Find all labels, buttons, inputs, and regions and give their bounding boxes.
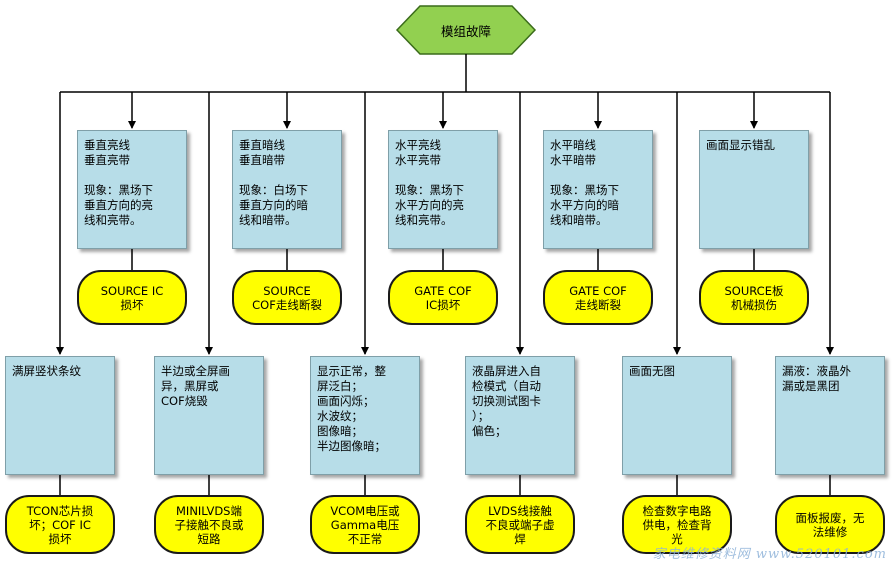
cause-lvds-cable-contact: LVDS线接触 不良或端子虚 焊	[465, 495, 575, 554]
cause-source-cof-trace-broken: SOURCE COF走线断裂	[232, 270, 342, 325]
fault-box-self-test-mode: 液晶屏进入自 检模式（自动 切换测试图卡 ）； 偏色；	[465, 356, 575, 475]
cause-source-board-mechanical-damage: SOURCE板 机械损伤	[699, 270, 809, 325]
fault-box-liquid-leak: 漏液：液晶外 漏或是黑团	[775, 356, 885, 475]
fault-box-half-or-full-abnormal: 半边或全屏画 异，黑屏或 COF烧毁	[154, 356, 264, 475]
site-watermark: 家电维修资料网 www.520101.com	[652, 547, 887, 562]
fault-box-horizontal-bright-line: 水平亮线 水平亮带 现象：黑场下 水平方向的亮 线和亮带。	[388, 130, 498, 249]
cause-source-ic-damaged: SOURCE IC 损坏	[77, 270, 187, 325]
fault-box-vertical-dark-line: 垂直暗线 垂直暗带 现象：白场下 垂直方向的暗 线和暗带。	[232, 130, 342, 249]
cause-gate-cof-trace-broken: GATE COF 走线断裂	[543, 270, 653, 325]
fault-box-display-garbled: 画面显示错乱	[699, 130, 809, 249]
fault-box-horizontal-dark-line: 水平暗线 水平暗带 现象：黑场下 水平方向的暗 线和暗带。	[543, 130, 653, 249]
cause-gate-cof-ic-damaged: GATE COF IC损坏	[388, 270, 498, 325]
cause-vcom-gamma-voltage: VCOM电压或 Gamma电压 不正常	[310, 495, 420, 554]
root-node-shape	[395, 5, 537, 55]
fault-box-no-picture: 画面无图	[622, 356, 732, 475]
fault-box-whitish-flicker: 显示正常，整 屏泛白； 画面闪烁； 水波纹； 图像暗； 半边图像暗；	[310, 356, 420, 475]
cause-minilvds-contact: MINILVDS端 子接触不良或 短路	[154, 495, 264, 554]
fault-box-vertical-bright-line: 垂直亮线 垂直亮带 现象：黑场下 垂直方向的亮 线和亮带。	[77, 130, 187, 249]
root-node-label: 模组故障	[440, 23, 491, 39]
fault-box-full-screen-vertical-stripes: 满屏竖状条纹	[5, 356, 115, 475]
cause-panel-scrapped: 面板报废，无 法维修	[775, 495, 885, 554]
cause-check-digital-power-backlight: 检查数字电路 供电，检查背 光	[622, 495, 732, 554]
cause-tcon-chip-damaged: TCON芯片损 坏；COF IC 损坏	[5, 495, 115, 554]
